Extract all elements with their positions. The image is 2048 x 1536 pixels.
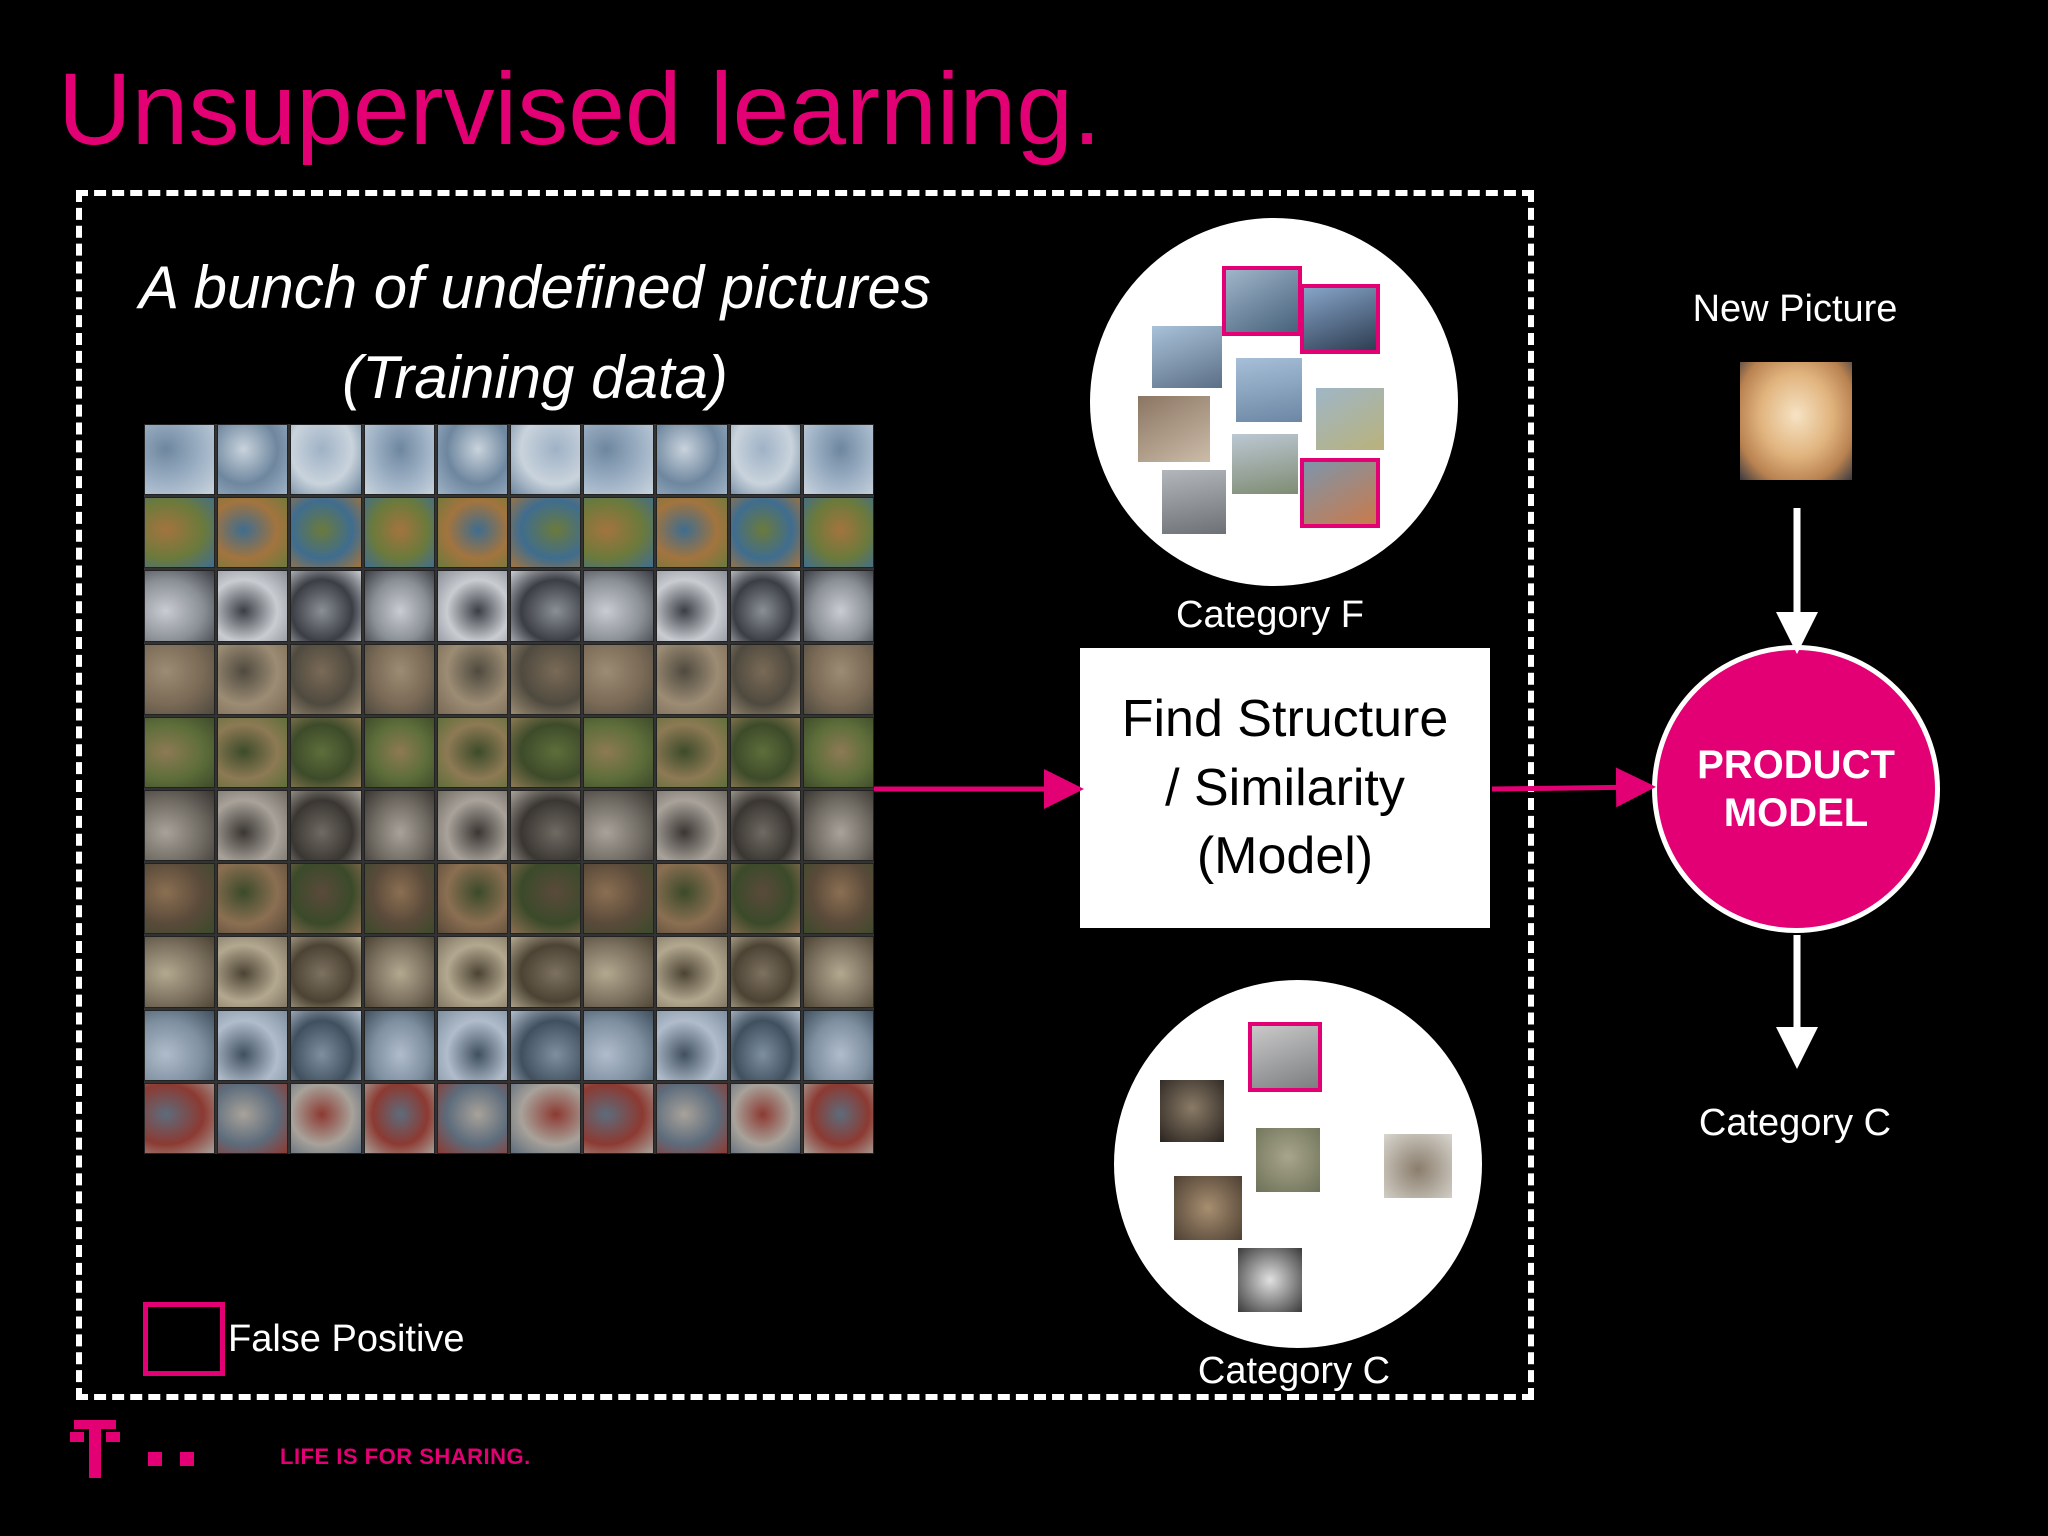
telekom-t-logo-icon (70, 1420, 210, 1480)
false-positive-legend-swatch (143, 1302, 225, 1376)
false-positive-legend-label: False Positive (228, 1318, 465, 1361)
new-picture-label: New Picture (1640, 288, 1950, 331)
output-category-label: Category C (1640, 1102, 1950, 1145)
tagline: LIFE IS FOR SHARING. (280, 1444, 531, 1470)
cat-photo-icon (1740, 362, 1852, 480)
arrow-model-to-product (1492, 787, 1646, 789)
